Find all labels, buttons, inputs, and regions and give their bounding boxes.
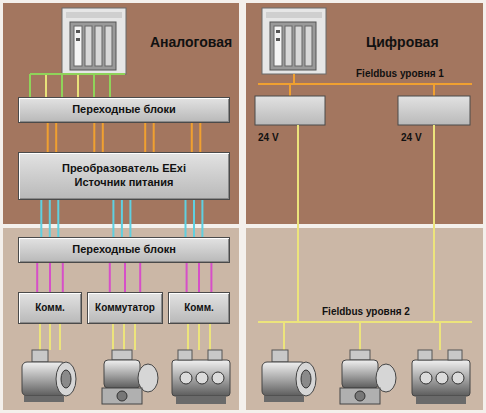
- label-text: 24 V: [258, 132, 279, 143]
- signal-wires: [41, 200, 202, 237]
- block-box: Переходные блокн: [18, 237, 230, 263]
- label-text: 24 V: [401, 132, 422, 143]
- block-box: Комм.: [18, 292, 82, 324]
- box-text: Преобразователь EExi: [62, 162, 186, 176]
- block-box: Переходные блоки: [18, 97, 230, 123]
- signal-wires: [110, 263, 140, 292]
- box-text: Переходные блокн: [72, 243, 176, 257]
- label-text: Fieldbus уровня 2: [322, 306, 410, 317]
- block-box: Преобразователь EExiИсточник питания: [18, 152, 230, 200]
- label-text: Fieldbus уровня 1: [356, 68, 444, 79]
- label-text: Цифровая: [366, 34, 439, 50]
- box-text: Переходные блоки: [72, 103, 176, 117]
- label-text: Аналоговая: [150, 34, 232, 50]
- box-text: Комм.: [184, 302, 214, 315]
- box-text: Источник питания: [75, 176, 174, 190]
- block-box: Комм.: [168, 292, 230, 324]
- block-box: Коммутатор: [87, 292, 163, 324]
- signal-wires: [37, 263, 63, 292]
- signal-wires: [187, 263, 212, 292]
- box-text: Коммутатор: [95, 302, 155, 315]
- box-text: Комм.: [35, 302, 65, 315]
- signal-wires: [48, 123, 201, 152]
